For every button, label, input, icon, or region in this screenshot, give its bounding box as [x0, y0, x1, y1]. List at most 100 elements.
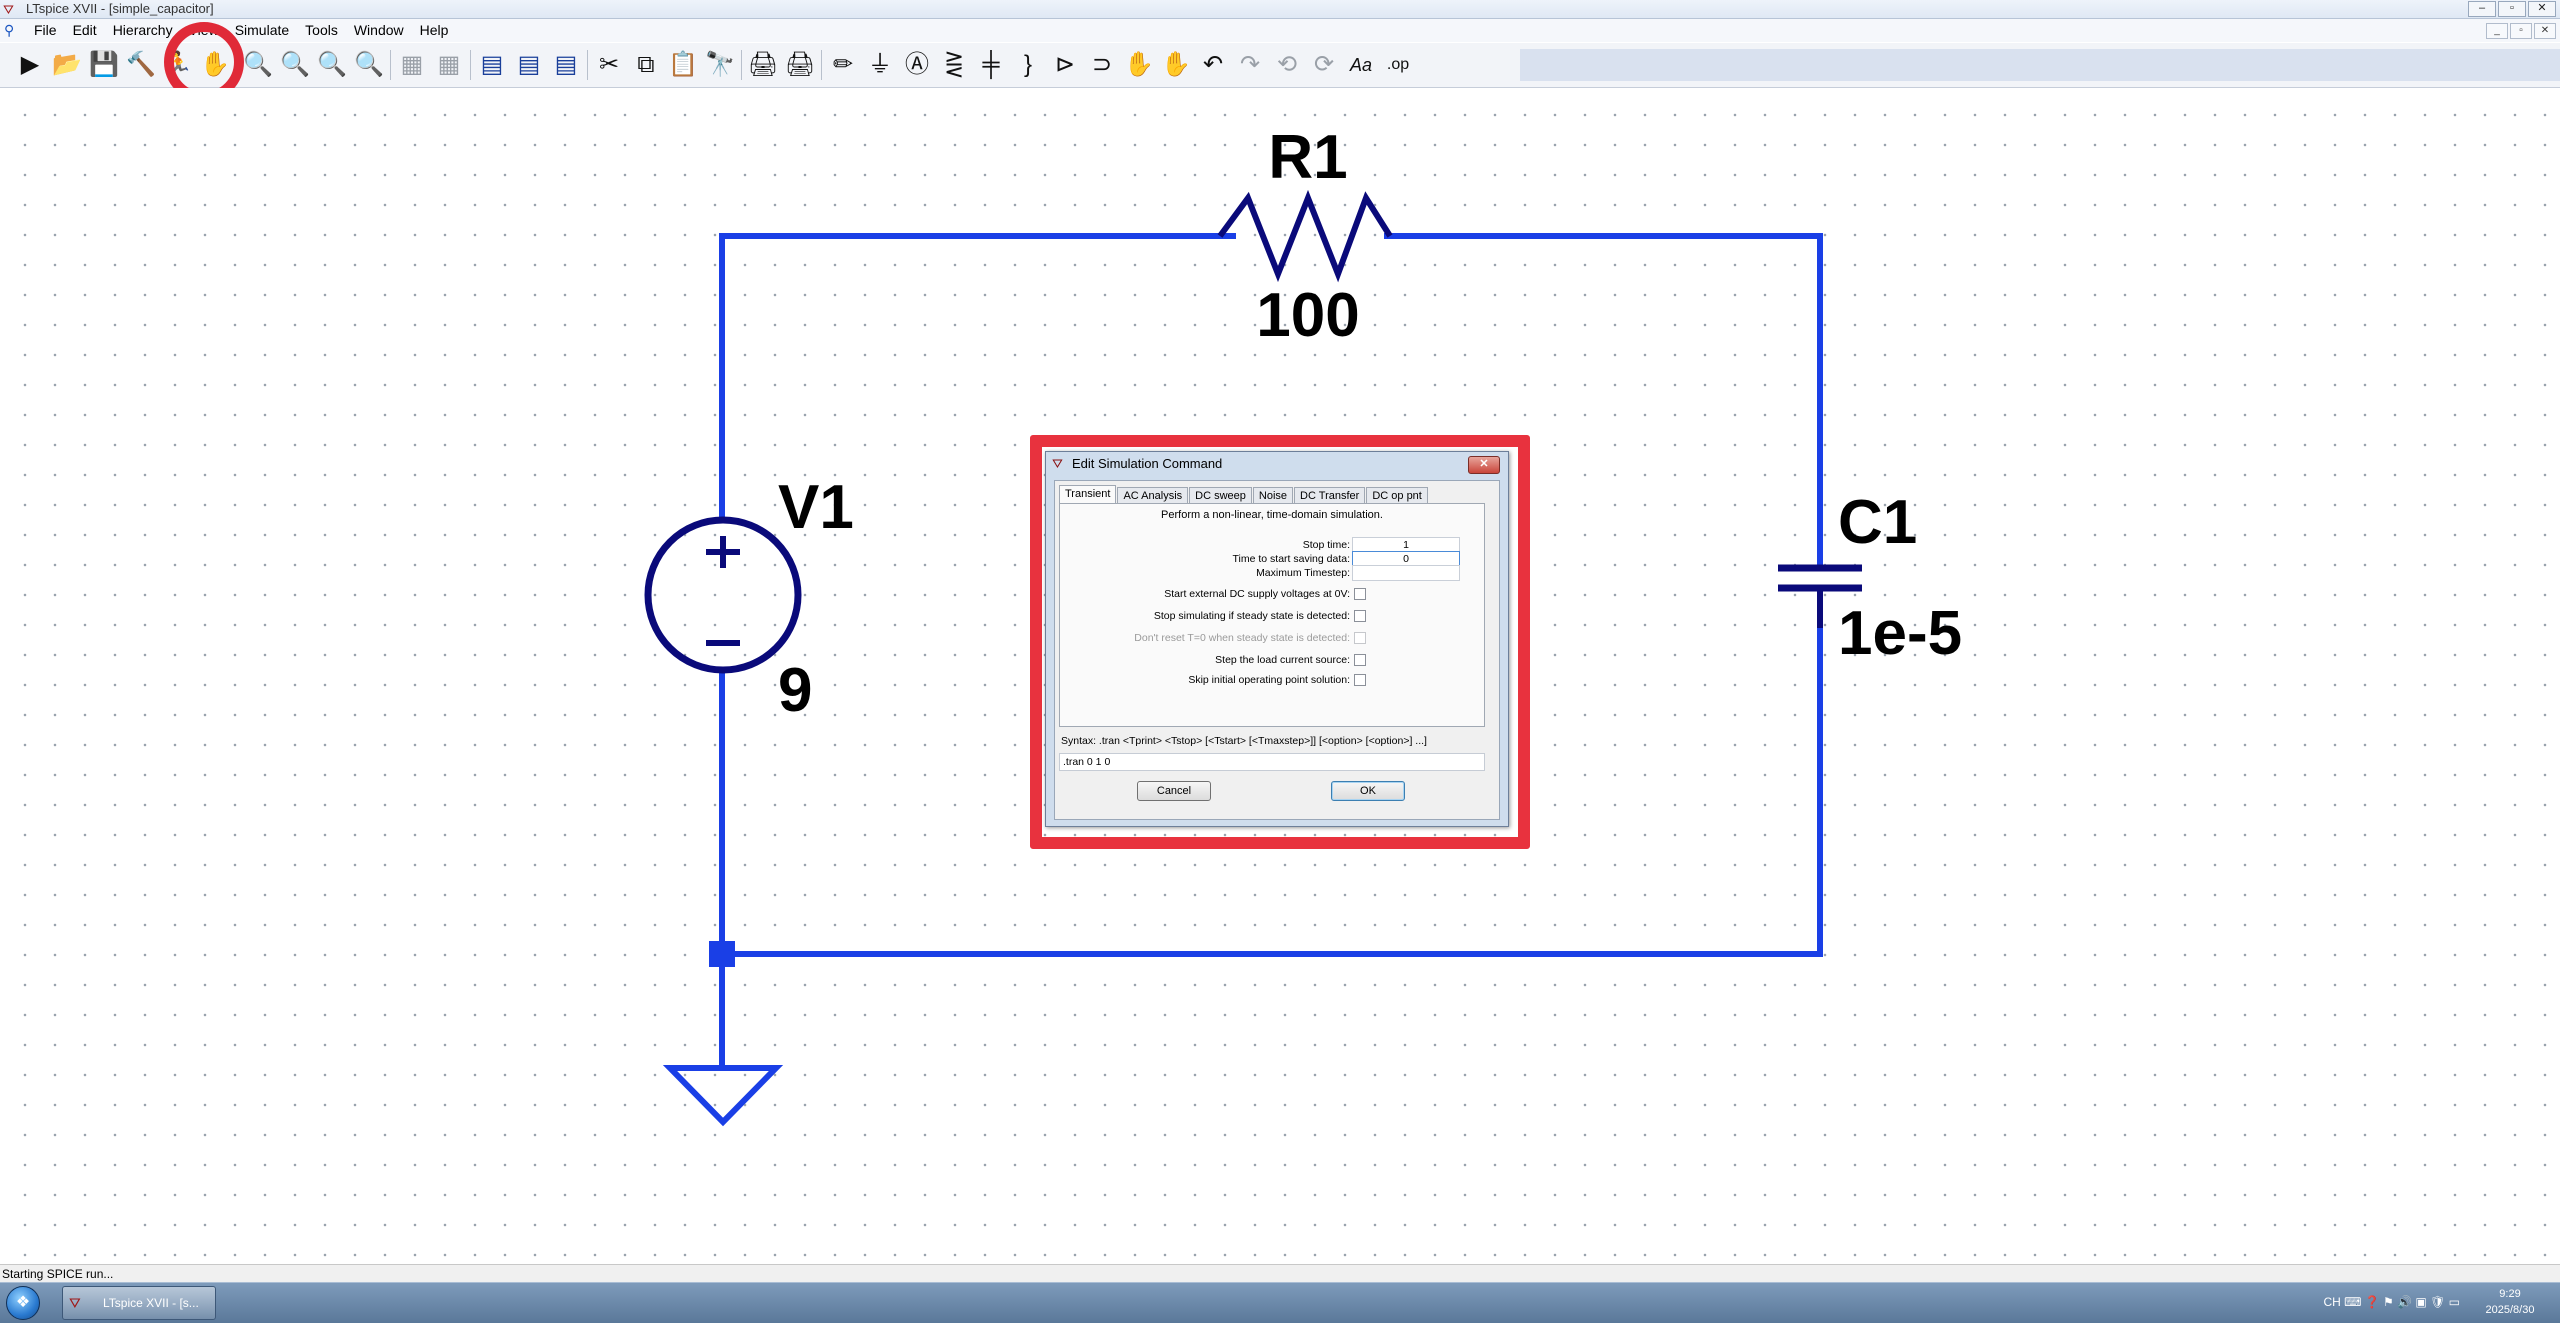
cut-icon[interactable]: ✂ — [598, 51, 620, 78]
taskbar-ltspice-button[interactable]: ⛛ LTspice XVII - [s... — [62, 1286, 216, 1320]
r1-name-label[interactable]: R1 — [1268, 123, 1347, 192]
analysis-tabs: Transient AC Analysis DC sweep Noise DC … — [1059, 485, 1429, 504]
tab-dc-sweep[interactable]: DC sweep — [1189, 487, 1252, 504]
mirror-icon[interactable]: ⟳ — [1313, 51, 1335, 78]
ground-symbol[interactable] — [662, 1065, 784, 1127]
cancel-button[interactable]: Cancel — [1137, 781, 1211, 801]
tab-ac-analysis[interactable]: AC Analysis — [1117, 487, 1189, 504]
print-preview-icon[interactable]: 🖨 — [747, 51, 779, 78]
toolbar: ▶ 📂 💾 🔨 🏃 ✋ 🔍 🔍 🔍 🔍 ▦ ▦ ▤ ▤ ▤ ✂ ⧉ 📋 🔭 🖨 … — [0, 43, 2560, 88]
clock-date: 2025/8/30 — [2485, 1304, 2535, 1316]
title-bar: ⛛ LTspice XVII - [simple_capacitor] – ▫ … — [0, 0, 2560, 19]
start-saving-label: Time to start saving data: — [1232, 553, 1351, 565]
paste-icon[interactable]: 📋 — [668, 51, 698, 78]
minimize-button[interactable]: – — [2468, 1, 2496, 17]
ltspice-taskbar-icon: ⛛ — [69, 1295, 81, 1311]
doc-restore-button[interactable]: ▫ — [2510, 23, 2532, 39]
taskbar-clock[interactable]: 9:29 2025/8/30 — [2470, 1286, 2550, 1318]
schematic-canvas[interactable]: R1 100 V1 9 C1 1e-5 — [0, 88, 2560, 1263]
find-icon[interactable]: 🔭 — [705, 51, 735, 78]
delete-trace-icon[interactable]: ▦ — [437, 51, 461, 78]
ltspice-app-icon: ⛛ — [3, 2, 14, 17]
draw-wire-icon[interactable]: ✏ — [832, 51, 854, 78]
c1-name-label[interactable]: C1 — [1838, 488, 1917, 557]
max-timestep-input[interactable] — [1352, 565, 1460, 581]
syntax-hint: Syntax: .tran <Tprint> <Tstop> [<Tstart>… — [1061, 735, 1427, 747]
control-panel-icon[interactable]: 🔨 — [126, 51, 156, 78]
dialog-close-button[interactable]: ✕ — [1468, 456, 1500, 474]
toolbar-empty-area — [1520, 49, 2560, 81]
steady-state-checkbox[interactable] — [1354, 610, 1366, 622]
rotate-icon[interactable]: ⟲ — [1276, 51, 1298, 78]
inductor-icon[interactable]: } — [1023, 51, 1032, 78]
tab-noise[interactable]: Noise — [1252, 487, 1294, 504]
taskbar-ltspice-label: LTspice XVII - [s... — [103, 1296, 199, 1310]
capacitor-icon[interactable]: ╪ — [982, 51, 1000, 78]
toolbar-separator — [821, 50, 822, 80]
r1-value-label[interactable]: 100 — [1256, 281, 1359, 350]
max-timestep-row: Maximum Timestep: — [1060, 565, 1484, 583]
tab-dc-transfer[interactable]: DC Transfer — [1294, 487, 1366, 504]
zoom-out-icon[interactable]: 🔍 — [317, 51, 347, 78]
menu-simulate[interactable]: Simulate — [234, 22, 290, 38]
text-icon[interactable]: Aa — [1349, 55, 1373, 75]
transient-description: Perform a non-linear, time-domain simula… — [1161, 509, 1383, 521]
command-line-input[interactable]: .tran 0 1 0 — [1059, 753, 1485, 771]
component-icon[interactable]: ⊃ — [1091, 51, 1113, 78]
zoom-fit-icon[interactable]: 🔍 — [354, 51, 384, 78]
restore-button[interactable]: ▫ — [2498, 1, 2526, 17]
pan-icon[interactable]: 🔍 — [280, 51, 310, 78]
redo-icon[interactable]: ↷ — [1239, 51, 1261, 78]
start-dc-zero-label: Start external DC supply voltages at 0V: — [1164, 588, 1350, 600]
resistor-r1[interactable] — [1217, 189, 1393, 283]
step-load-checkbox[interactable] — [1354, 654, 1366, 666]
menu-tools[interactable]: Tools — [305, 22, 338, 38]
voltage-source-v1[interactable] — [644, 516, 802, 674]
open-schematic-icon[interactable]: ▶ — [20, 51, 40, 78]
label-net-icon[interactable]: Ⓐ — [905, 51, 929, 78]
resistor-icon[interactable]: ⋛ — [943, 51, 965, 78]
menu-edit[interactable]: Edit — [72, 22, 97, 38]
menu-file[interactable]: File — [34, 22, 57, 38]
tab-transient[interactable]: Transient — [1059, 485, 1117, 504]
cascade-icon[interactable]: ▤ — [517, 51, 541, 78]
undo-icon[interactable]: ↶ — [1202, 51, 1224, 78]
diode-icon[interactable]: ⊳ — [1054, 51, 1076, 78]
dialog-body: Transient AC Analysis DC sweep Noise DC … — [1054, 480, 1500, 820]
drag-icon[interactable]: ✋ — [1161, 51, 1191, 78]
no-reset-checkbox — [1354, 632, 1366, 644]
menu-window[interactable]: Window — [353, 22, 404, 38]
open-folder-icon[interactable]: 📂 — [52, 51, 82, 78]
tray-icons[interactable]: CH ⌨ ❓ ⚑ 🔊 ▣ 🛡 ▭ — [2323, 1295, 2460, 1309]
save-icon[interactable]: 💾 — [89, 51, 119, 78]
move-icon[interactable]: ✋ — [1124, 51, 1154, 78]
copy-icon[interactable]: ⧉ — [637, 51, 655, 78]
print-icon[interactable]: 🖨 — [784, 51, 816, 78]
menu-help[interactable]: Help — [419, 22, 449, 38]
v1-name-label[interactable]: V1 — [778, 473, 854, 542]
ok-button[interactable]: OK — [1331, 781, 1405, 801]
skip-op-checkbox[interactable] — [1354, 674, 1366, 686]
doc-minimize-button[interactable]: _ — [2486, 23, 2508, 39]
spice-directive-icon[interactable]: .op — [1386, 56, 1410, 73]
ground-icon[interactable]: ⏚ — [868, 51, 892, 78]
tile-horizontal-icon[interactable]: ▤ — [480, 51, 504, 78]
close-button[interactable]: ✕ — [2528, 1, 2556, 17]
tab-dc-op-pnt[interactable]: DC op pnt — [1366, 487, 1428, 504]
wire-top-right[interactable] — [1384, 233, 1823, 560]
zoom-in-icon[interactable]: 🔍 — [243, 51, 273, 78]
menu-hierarchy[interactable]: Hierarchy — [112, 22, 173, 38]
tile-vertical-icon[interactable]: ▤ — [554, 51, 578, 78]
wire-right-bottom[interactable] — [722, 616, 1823, 957]
start-button[interactable]: ❖ — [6, 1286, 40, 1320]
start-dc-zero-checkbox[interactable] — [1354, 588, 1366, 600]
dialog-title: Edit Simulation Command — [1072, 456, 1223, 471]
c1-value-label[interactable]: 1e-5 — [1838, 599, 1962, 668]
dialog-title-bar[interactable]: ⛛ Edit Simulation Command ✕ — [1046, 452, 1508, 476]
document-icon[interactable]: ⚲ — [4, 22, 15, 38]
wire-top-left[interactable] — [719, 233, 1236, 518]
autorange-icon[interactable]: ▦ — [400, 51, 424, 78]
status-bar: Starting SPICE run... — [0, 1264, 2560, 1283]
v1-value-label[interactable]: 9 — [778, 656, 812, 725]
doc-close-button[interactable]: ✕ — [2534, 23, 2556, 39]
